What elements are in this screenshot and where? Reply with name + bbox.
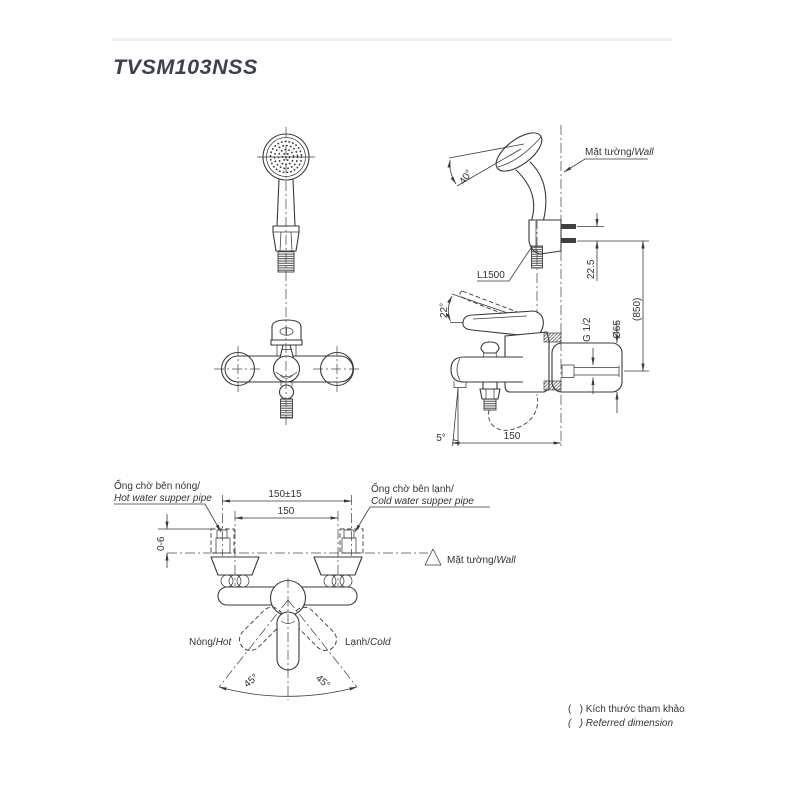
dim-150-side: 150 <box>504 431 521 442</box>
dim-22-5: 22.5 <box>586 259 597 279</box>
reference-note-en: ( ) Referred dimension <box>568 718 673 729</box>
wall-label-install: Mặt tường/Wall <box>447 555 516 566</box>
hot-side-label: Nóng/Hot <box>189 637 232 648</box>
dim-150-install: 150 <box>278 506 295 517</box>
swing-arc <box>218 686 358 697</box>
notes: ( ) Kích thước tham khảo ( ) Referred di… <box>568 704 685 729</box>
dim-protrusion: 0-6 <box>156 536 167 551</box>
wall-label-side: Mặt tường/Wall <box>585 147 654 158</box>
dim-flange: Ø65 <box>612 320 623 339</box>
top-divider <box>112 38 672 41</box>
diverter-knob-side <box>480 341 500 354</box>
bracket-stud <box>561 224 576 229</box>
mixer-front-view <box>214 319 361 419</box>
dim-850: (850) <box>632 298 643 321</box>
spout-front <box>272 355 301 383</box>
cold-pipe-label-vi: Ống chờ bên lạnh/ <box>371 481 454 495</box>
dim-thread: G 1/2 <box>582 317 593 342</box>
installation-view: 45° 45° 150±15 150 0-6 Ống chờ bên nóng/… <box>114 478 516 700</box>
hose-length-label: L1500 <box>477 270 505 281</box>
hose-thread <box>280 398 293 419</box>
hose-curve <box>488 397 538 431</box>
hot-pipe-label-en: Hot water supper pipe <box>114 493 212 504</box>
product-code-title: TVSM103NSS <box>113 55 258 79</box>
hot-pipe-label-vi: Ống chờ bên nóng/ <box>114 478 200 492</box>
dim-150-15: 150±15 <box>268 489 302 500</box>
lever-side <box>462 310 544 337</box>
spout-angle-label: 5° <box>436 433 446 444</box>
shower-head-side <box>495 132 543 172</box>
cold-side-label: Lạnh/Cold <box>345 637 391 648</box>
side-view: 40° 22° 5° <box>436 125 654 448</box>
cold-pipe-label-en: Cold water supper pipe <box>371 496 474 507</box>
spout-side <box>450 356 523 383</box>
wall-symbol-triangle <box>424 548 442 566</box>
reference-note-vi: ( ) Kích thước tham khảo <box>568 704 685 715</box>
lever-angle-label: 22° <box>439 303 450 318</box>
bracket-stud <box>561 238 576 243</box>
